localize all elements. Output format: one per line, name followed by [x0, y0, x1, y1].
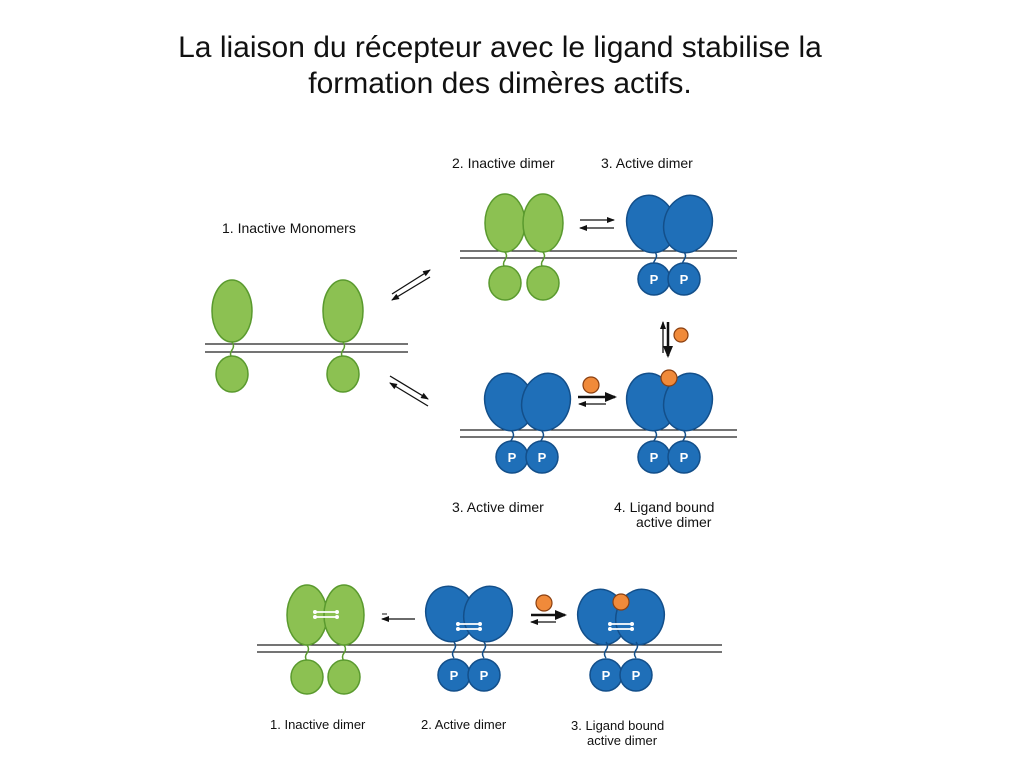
label-active-dimer-middle: 3. Active dimer: [452, 499, 544, 515]
phospho-label: P: [602, 668, 611, 683]
ligand-binding-vertical-arrows: [660, 321, 689, 358]
lower-active-dimer: P P: [424, 585, 514, 692]
membrane-lower: [257, 644, 722, 653]
label-ligand-bound-line-1: 4. Ligand bound: [614, 499, 714, 515]
active-dimer-top: P P: [625, 194, 714, 296]
ligand-bound-dimer-middle: P P: [625, 369, 714, 474]
equilibrium-arrow-up: [391, 269, 431, 301]
label-ligand-bound-line-2: active dimer: [636, 514, 712, 530]
slide-title-line-2: formation des dimères actifs.: [308, 67, 692, 100]
membrane-middle-right: [460, 429, 737, 438]
phospho-label: P: [650, 450, 659, 465]
ligand-icon: [612, 593, 630, 611]
crosslink-icon: [313, 610, 339, 619]
lower-panel: P P P P 1. Inactive: [257, 584, 722, 748]
lower-label-ligand-bound-line-2: active dimer: [587, 733, 658, 748]
ligand-icon: [673, 327, 689, 343]
phospho-label: P: [632, 668, 641, 683]
ligand-icon: [660, 369, 678, 387]
inactive-dimer-top: [484, 193, 564, 301]
lower-label-ligand-bound-line-1: 3. Ligand bound: [571, 718, 664, 733]
lower-label-inactive-dimer: 1. Inactive dimer: [270, 717, 366, 732]
label-inactive-dimer: 2. Inactive dimer: [452, 155, 555, 171]
equilibrium-arrow-dimer-top: [579, 217, 615, 231]
lower-ligand-bound-dimer: P P: [576, 588, 666, 692]
phospho-label: P: [508, 450, 517, 465]
upper-panel: 1. Inactive Monomers 2. Inactive dimer 3…: [205, 155, 737, 530]
ligand-icon: [582, 376, 600, 394]
lower-inactive-dimer: [286, 584, 365, 695]
ligand-icon: [535, 594, 553, 612]
crosslink-icon: [608, 622, 634, 631]
phospho-label: P: [450, 668, 459, 683]
label-inactive-monomers: 1. Inactive Monomers: [222, 220, 356, 236]
phospho-label: P: [680, 450, 689, 465]
ligand-binding-arrows-middle: [578, 376, 617, 407]
lower-equilibrium-arrow-1: [381, 613, 415, 622]
phospho-label: P: [538, 450, 547, 465]
slide-title-line-1: La liaison du récepteur avec le ligand s…: [178, 31, 822, 64]
equilibrium-arrow-down: [389, 375, 429, 407]
lower-ligand-binding-arrows: [530, 594, 567, 625]
inactive-monomer-left: [211, 279, 253, 393]
phospho-label: P: [480, 668, 489, 683]
membrane-monomers: [205, 343, 408, 353]
slide-title: La liaison du récepteur avec le ligand s…: [60, 30, 940, 102]
active-dimer-middle: P P: [483, 372, 572, 474]
phospho-label: P: [680, 272, 689, 287]
lower-label-active-dimer: 2. Active dimer: [421, 717, 507, 732]
crosslink-icon: [456, 622, 482, 631]
phospho-label: P: [650, 272, 659, 287]
inactive-monomer-right: [322, 279, 364, 393]
label-active-dimer-top: 3. Active dimer: [601, 155, 693, 171]
